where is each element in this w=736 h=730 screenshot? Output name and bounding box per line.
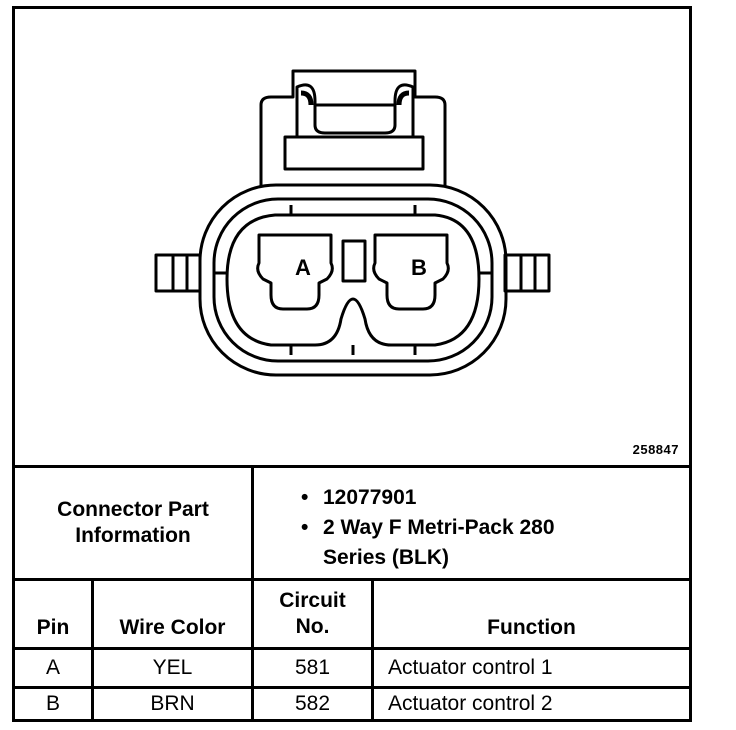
header-circuit-line1: Circuit: [279, 589, 346, 612]
bullet-icon: •: [301, 516, 309, 539]
divider-header-row: [15, 647, 689, 650]
description-line2: Series (BLK): [323, 546, 450, 569]
row-a-pin: A: [45, 656, 60, 679]
connector-part-details: • 12077901 • 2 Way F Metri-Pack 280 Seri…: [301, 483, 555, 573]
header-circuit-line2: No.: [295, 615, 330, 638]
header-circuit-no: Circuit No.: [254, 581, 371, 647]
connector-latch: [259, 69, 447, 187]
divider-info-vertical: [251, 465, 254, 578]
row-a-wire-color: YEL: [152, 656, 193, 679]
part-number: 12077901: [323, 486, 417, 509]
row-b-pin: B: [45, 692, 60, 715]
connector-drawing: A B: [154, 69, 551, 377]
row-b-wire-color: BRN: [150, 692, 195, 715]
row-a-function: Actuator control 1: [388, 656, 553, 679]
figure-id: 258847: [632, 442, 679, 457]
pin-b-label: B: [411, 255, 427, 280]
pin-a-terminal: [256, 233, 334, 311]
description-line1: 2 Way F Metri-Pack 280: [323, 516, 555, 539]
connector-diagram: A B 258847: [15, 9, 689, 465]
row-b-function: Actuator control 2: [388, 692, 553, 715]
connector-sheet: A B 258847 Connector Part Information • …: [12, 6, 692, 722]
connector-side-tab-left: [154, 253, 202, 293]
terminal-cavity-outline: [225, 213, 481, 347]
header-wire-color: Wire Color: [119, 616, 226, 639]
header-function: Function: [487, 616, 576, 639]
connector-side-tab-right: [503, 253, 551, 293]
divider-info-table: [15, 578, 689, 581]
connector-part-heading-line1: Connector Part: [57, 498, 209, 521]
connector-part-heading-line2: Information: [75, 524, 191, 547]
divider-row-a: [15, 686, 689, 689]
divider-diagram-info: [15, 465, 689, 468]
connector-housing-outer: [198, 183, 508, 377]
connector-part-heading: Connector Part Information: [15, 468, 251, 578]
divider-col-pin: [91, 578, 94, 719]
row-b-circuit: 582: [294, 692, 331, 715]
pin-b-terminal: [372, 233, 450, 311]
header-pin: Pin: [36, 616, 70, 639]
divider-col-circuit: [371, 578, 374, 719]
description-item: • 2 Way F Metri-Pack 280 Series (BLK): [301, 513, 555, 573]
pin-a-label: A: [295, 255, 311, 280]
part-number-item: • 12077901: [301, 483, 555, 513]
center-divider: [341, 239, 367, 283]
row-a-circuit: 581: [294, 656, 331, 679]
connector-housing-inner: [212, 197, 494, 363]
divider-col-wire: [251, 578, 254, 719]
bullet-icon: •: [301, 486, 309, 509]
